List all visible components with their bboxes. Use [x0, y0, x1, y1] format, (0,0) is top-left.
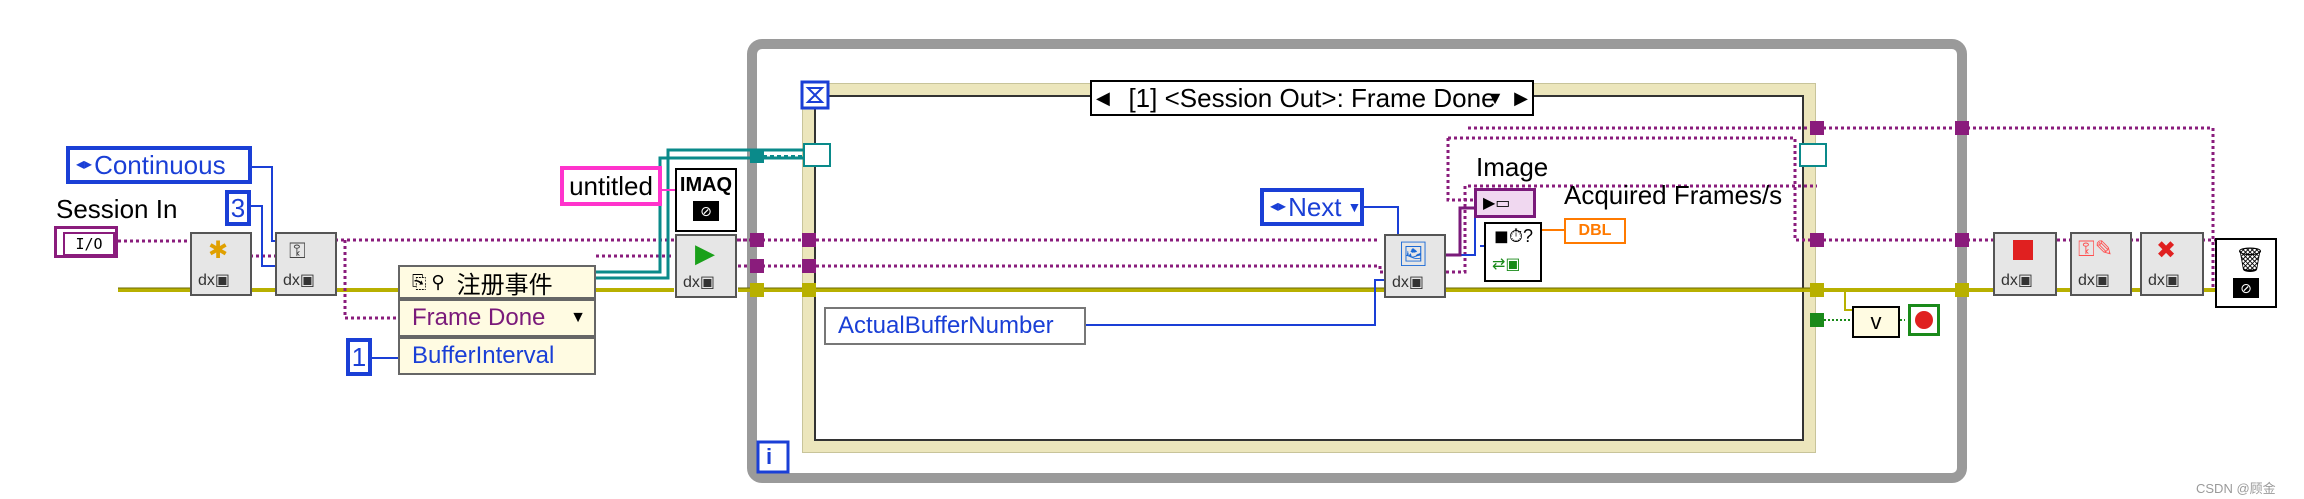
session-in-terminal: I/O	[63, 232, 115, 256]
open-star-icon: ✱	[208, 237, 229, 264]
fps-type: DBL	[1578, 222, 1612, 239]
imaqdx-unconfigure-node[interactable]: ⚿✎ dx▣	[2070, 232, 2132, 296]
stop-terminal[interactable]	[1908, 304, 1940, 336]
dropdown-arrow-icon[interactable]: ▼	[1486, 87, 1504, 108]
imaqdx-close-camera-node[interactable]: ✖ dx▣	[2140, 232, 2204, 296]
image-create-icon: ⊘	[693, 201, 719, 221]
timer-icon: ◼⏱?	[1494, 226, 1533, 246]
fps-label: Acquired Frames/s	[1564, 180, 1783, 210]
event-case-selector[interactable]: ◀ [1] <Session Out>: Frame Done ▼ ▶	[1090, 80, 1534, 116]
imaqdx-open-camera-node[interactable]: ✱ dx▣	[190, 232, 252, 296]
ring-arrows-icon: ◂▸	[76, 156, 93, 173]
imaq-create-node[interactable]: IMAQ ⊘	[675, 168, 737, 232]
event-name: Frame Done	[412, 304, 546, 331]
dropdown-arrow-icon: ▼	[570, 309, 586, 326]
trash-icon: 🗑	[2235, 247, 2266, 274]
session-in-label: Session In	[56, 194, 178, 224]
imaqdx-stop-acquisition-node[interactable]: dx▣	[1993, 232, 2057, 296]
or-function[interactable]: v	[1852, 306, 1900, 338]
image-name-constant[interactable]: untitled	[560, 166, 662, 206]
imaqdx-start-acquisition-node[interactable]: ▶ dx▣	[675, 234, 737, 298]
register-events-title: 注册事件	[456, 271, 553, 299]
stop-icon	[1915, 311, 1933, 329]
camera-icon: dx▣	[683, 274, 716, 291]
ring-arrows-icon: ◂▸	[1270, 198, 1287, 215]
register-events-icon: ⎘ ⚲	[412, 271, 445, 292]
event-case-label: [1] <Session Out>: Frame Done	[1128, 82, 1496, 113]
acquisition-mode-value: Continuous	[94, 150, 226, 180]
imaq-dispose-node[interactable]: 🗑 ⊘	[2215, 238, 2277, 308]
or-symbol: v	[1870, 309, 1882, 334]
imaqdx-get-image-node[interactable]: 🖼 dx▣	[1384, 234, 1446, 298]
play-icon: ▶	[695, 238, 715, 268]
eraser-icon: ⚿✎	[2078, 236, 2114, 261]
camera-icon: ⇄▣	[1492, 256, 1521, 273]
buffer-interval-row: BufferInterval	[398, 337, 596, 375]
event-name-ring[interactable]: Frame Done ▼	[398, 299, 596, 337]
imaqdx-configure-node[interactable]: ⚿ dx▣	[275, 232, 337, 296]
imaq-label: IMAQ	[679, 174, 733, 196]
buffer-interval-label: BufferInterval	[412, 342, 555, 369]
dropdown-arrow-icon: ▼	[1347, 199, 1362, 215]
fps-indicator: DBL	[1564, 218, 1626, 244]
register-events-node[interactable]: ⎘ ⚲ 注册事件	[398, 265, 596, 299]
configure-wrench-icon: ⚿	[289, 238, 306, 263]
camera-icon: dx▣	[1392, 274, 1425, 291]
actual-buffer-number: ActualBufferNumber	[838, 312, 1054, 339]
camera-icon: dx▣	[198, 272, 231, 289]
frame-rate-node[interactable]: ◼⏱? ⇄▣	[1484, 222, 1542, 282]
buffer-interval-constant[interactable]: 1	[346, 338, 372, 376]
image-indicator: ▶▭	[1474, 188, 1536, 218]
increment-arrow-icon[interactable]: ▶	[1514, 87, 1528, 108]
session-in-control[interactable]: I/O	[54, 226, 118, 258]
loop-iteration: i	[766, 444, 773, 469]
camera-icon: dx▣	[2148, 272, 2181, 289]
image-icon: ▶▭	[1483, 195, 1511, 212]
watermark: CSDN @顾金	[2196, 481, 2276, 496]
image-label: Image	[1476, 152, 1549, 182]
image-frame-icon: 🖼	[1398, 241, 1429, 268]
camera-icon: dx▣	[2078, 272, 2111, 289]
actual-buffer-number-node[interactable]: ActualBufferNumber	[824, 307, 1086, 345]
dispose-icon: ⊘	[2233, 278, 2259, 298]
close-x-icon: ✖	[2156, 237, 2177, 264]
decrement-arrow-icon[interactable]: ◀	[1096, 87, 1110, 108]
acquisition-mode-ring[interactable]: ◂▸ Continuous	[66, 146, 252, 184]
camera-icon: dx▣	[2001, 272, 2034, 289]
buffer-mode-ring[interactable]: ◂▸ Next ▼	[1260, 188, 1364, 226]
camera-icon: dx▣	[283, 272, 316, 289]
buffer-mode-value: Next	[1288, 192, 1342, 222]
stop-square-icon	[2013, 240, 2033, 260]
buffer-count-constant[interactable]: 3	[225, 190, 251, 226]
